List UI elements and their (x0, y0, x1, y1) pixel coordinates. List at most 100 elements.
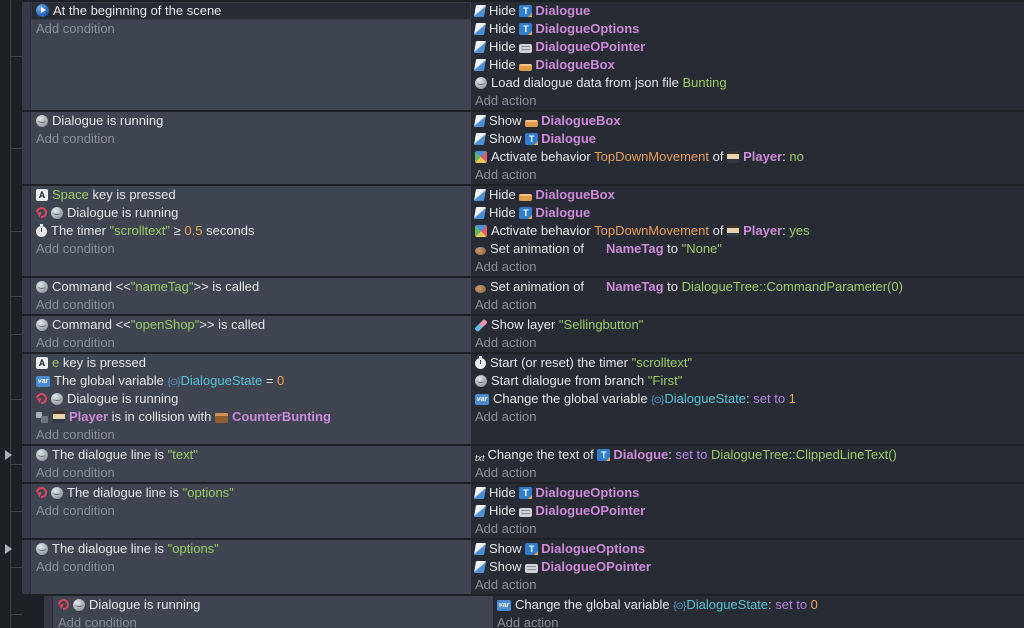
tree-tick (10, 56, 22, 57)
action-row[interactable]: Start dialogue from branch "First" (471, 372, 1024, 390)
dialogue-box-icon (519, 64, 533, 71)
action-row[interactable]: Show layer "Sellingbutton" (471, 316, 1024, 334)
action-row[interactable]: Activate behavior TopDownMovement of Pla… (471, 222, 1024, 240)
action-row[interactable]: Show DialogueBox (471, 112, 1024, 130)
action-row[interactable]: Hide DialogueOPointer (471, 502, 1024, 520)
condition-row[interactable]: The dialogue line is "options" (31, 540, 471, 558)
variable-name: DialogueState (180, 373, 263, 388)
text: is in collision with (108, 409, 215, 424)
fold-caret-icon[interactable] (5, 544, 12, 554)
action-row[interactable]: Show DialogueOptions (471, 540, 1024, 558)
add-condition-button[interactable]: Add condition (36, 297, 115, 312)
action-row[interactable]: Start (or reset) the timer "scrolltext" (471, 354, 1024, 372)
action-row[interactable]: Hide DialogueOptions (471, 484, 1024, 502)
condition-row[interactable]: The dialogue line is "options" (31, 484, 471, 502)
add-action-button[interactable]: Add action (475, 93, 537, 108)
action-row[interactable]: Hide DialogueOptions (471, 20, 1024, 38)
condition-row[interactable]: The global variable {⊙}DialogueState = 0 (31, 372, 471, 390)
add-action-button[interactable]: Add action (475, 335, 537, 350)
event-drag-handle[interactable] (22, 2, 31, 110)
action-row[interactable]: Hide DialogueOPointer (471, 38, 1024, 56)
event-drag-handle[interactable] (22, 484, 31, 538)
object-name: DialogueOPointer (541, 559, 651, 574)
add-condition-button[interactable]: Add condition (36, 335, 115, 350)
event-drag-handle[interactable] (44, 596, 53, 628)
yarn-dialogue-icon (36, 281, 48, 293)
condition-row[interactable]: Dialogue is running (53, 596, 493, 614)
fold-caret-icon[interactable] (5, 450, 12, 460)
condition-row[interactable]: Space key is pressed (31, 186, 471, 204)
tree-tick (10, 231, 22, 232)
add-condition-button[interactable]: Add condition (36, 465, 115, 480)
text: The global variable (54, 373, 168, 388)
text-object-icon (519, 487, 533, 499)
behavior-icon (475, 151, 487, 163)
layer-icon (475, 319, 487, 331)
event-drag-handle[interactable] (22, 446, 31, 482)
event-drag-handle[interactable] (22, 112, 31, 184)
condition-row[interactable]: The dialogue line is "text" (31, 446, 471, 464)
condition-row[interactable]: Command <<"openShop">> is called (31, 316, 471, 334)
action-row[interactable]: Hide Dialogue (471, 2, 1024, 20)
add-action-button[interactable]: Add action (475, 297, 537, 312)
add-action-button[interactable]: Add action (475, 167, 537, 182)
condition-row[interactable]: Command <<"nameTag">> is called (31, 278, 471, 296)
add-action-button[interactable]: Add action (475, 577, 537, 592)
text: : (668, 447, 676, 462)
add-condition-button[interactable]: Add condition (36, 427, 115, 442)
action-row[interactable]: Activate behavior TopDownMovement of Pla… (471, 148, 1024, 166)
number-literal: 0 (277, 373, 285, 388)
add-action-button[interactable]: Add action (497, 615, 559, 628)
text: Dialogue is running (67, 391, 179, 406)
condition-row[interactable]: Dialogue is running (31, 112, 471, 130)
add-condition-button[interactable]: Add condition (36, 503, 115, 518)
object-name: Player (743, 149, 783, 164)
action-row[interactable]: Change the global variable {⊙}DialogueSt… (493, 596, 1024, 614)
action-row[interactable]: Change the global variable {⊙}DialogueSt… (471, 390, 1024, 408)
add-condition-button[interactable]: Add condition (36, 559, 115, 574)
condition-row[interactable]: Dialogue is running (31, 204, 471, 222)
add-condition-button[interactable]: Add condition (36, 21, 115, 36)
condition-row[interactable]: e key is pressed (31, 354, 471, 372)
timer-icon (475, 356, 486, 369)
action-row[interactable]: Load dialogue data from json file Buntin… (471, 74, 1024, 92)
event-drag-handle[interactable] (22, 186, 31, 276)
expression: DialogueTree::ClippedLineText() (710, 447, 897, 462)
action-row[interactable]: Hide DialogueBox (471, 186, 1024, 204)
event-drag-handle[interactable] (22, 354, 31, 444)
event-drag-handle[interactable] (22, 278, 31, 314)
condition-row[interactable]: Player is in collision with CounterBunti… (31, 408, 471, 426)
condition-row[interactable]: The timer "scrolltext" ≥ 0.5 seconds (31, 222, 471, 240)
text: Show (489, 541, 526, 556)
add-condition-button[interactable]: Add condition (36, 241, 115, 256)
condition-row[interactable]: Dialogue is running (31, 390, 471, 408)
add-condition-button[interactable]: Add condition (36, 131, 115, 146)
action-row[interactable]: Hide DialogueBox (471, 56, 1024, 74)
add-condition-button[interactable]: Add condition (58, 615, 137, 628)
speech-bubble-icon (519, 508, 533, 517)
add-action-button[interactable]: Add action (475, 259, 537, 274)
action-row[interactable]: Hide Dialogue (471, 204, 1024, 222)
text: Dialogue is running (67, 205, 179, 220)
add-action-button[interactable]: Add action (475, 465, 537, 480)
add-action-button[interactable]: Add action (475, 521, 537, 536)
action-row[interactable]: Show DialogueOPointer (471, 558, 1024, 576)
text-object-icon (525, 543, 539, 555)
timer-icon (36, 224, 47, 237)
text: Hide (489, 205, 520, 220)
condition-row[interactable]: At the beginning of the scene (31, 2, 471, 20)
add-action-button[interactable]: Add action (475, 409, 537, 424)
event-drag-handle[interactable] (22, 540, 31, 594)
string-literal: Bunting (682, 75, 727, 90)
event-drag-handle[interactable] (22, 316, 31, 352)
action-row[interactable]: Show Dialogue (471, 130, 1024, 148)
text: of (709, 149, 728, 164)
dialogue-box-icon (525, 120, 539, 127)
